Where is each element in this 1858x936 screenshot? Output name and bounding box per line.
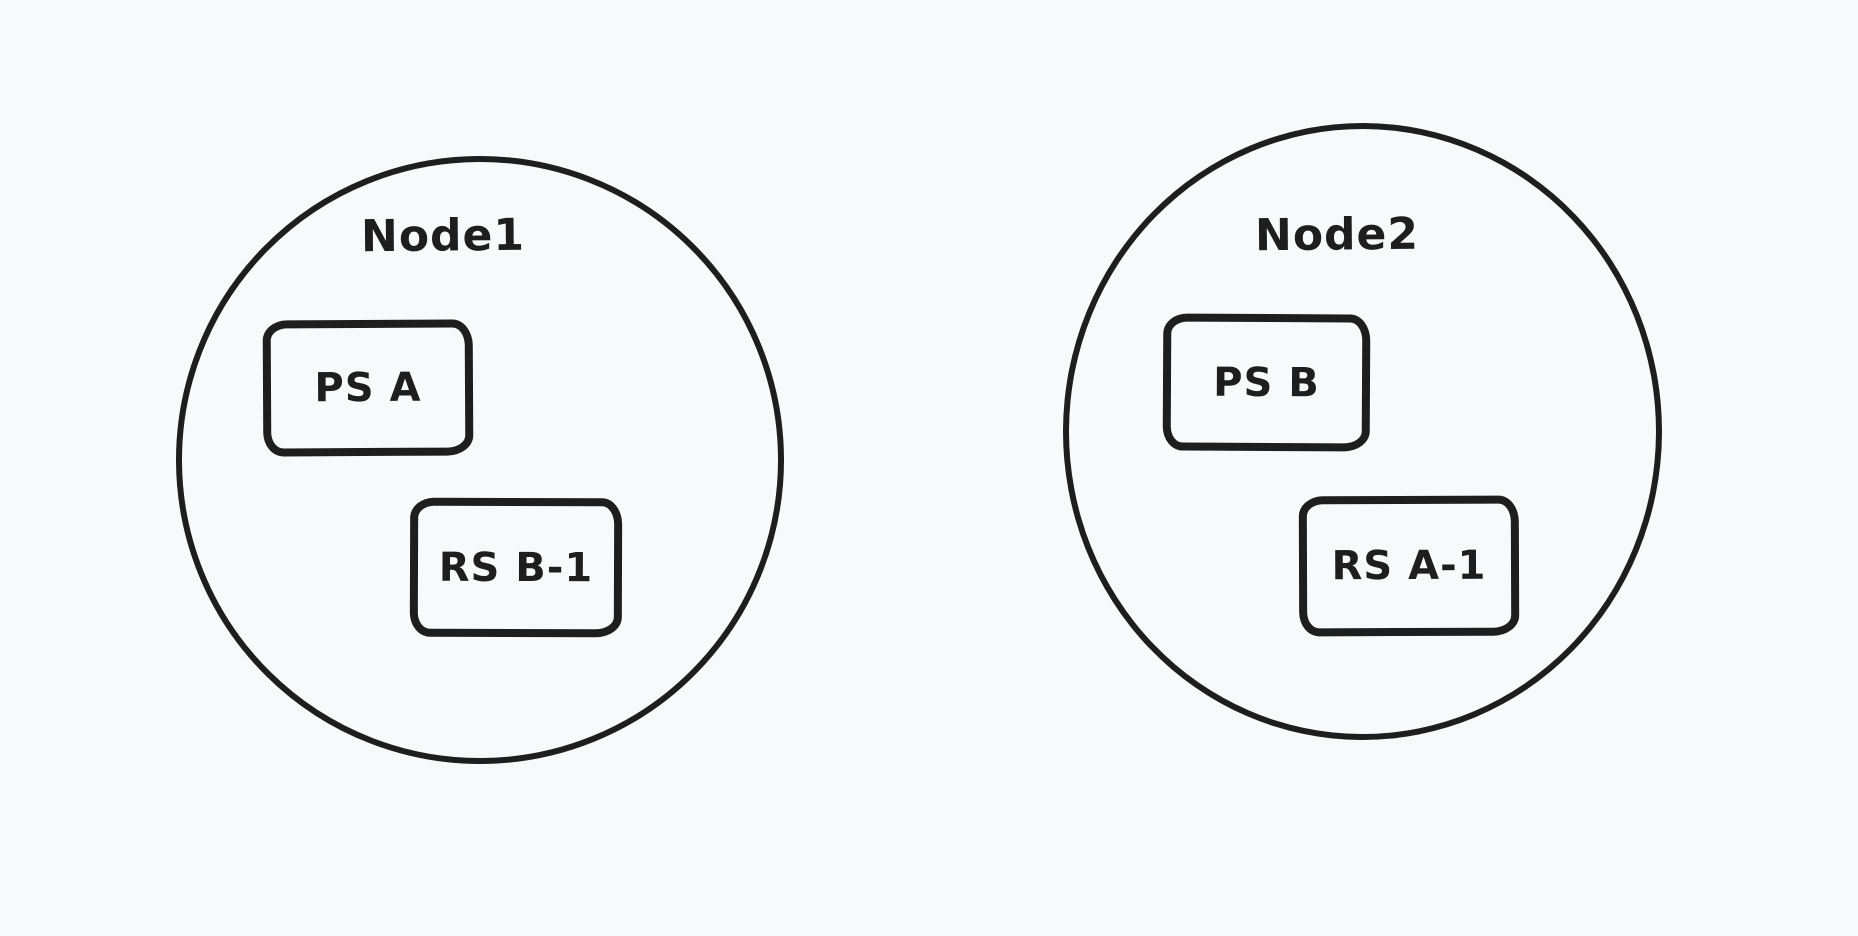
box-label-ps-b: PS B bbox=[1213, 359, 1320, 406]
box-label-ps-a: PS A bbox=[314, 364, 422, 412]
node1-label: Node1 bbox=[360, 209, 526, 263]
box-label-rs-a-1: RS A-1 bbox=[1331, 542, 1487, 590]
node2-box-ps-b: PS B bbox=[1162, 313, 1371, 452]
node2-box-rs-a-1: RS A-1 bbox=[1298, 495, 1520, 637]
node1-box-ps-a: PS A bbox=[262, 319, 474, 457]
node1-box-rs-b-1: RS B-1 bbox=[409, 497, 623, 638]
node2-label: Node2 bbox=[1254, 208, 1420, 262]
box-label-rs-b-1: RS B-1 bbox=[438, 544, 594, 591]
